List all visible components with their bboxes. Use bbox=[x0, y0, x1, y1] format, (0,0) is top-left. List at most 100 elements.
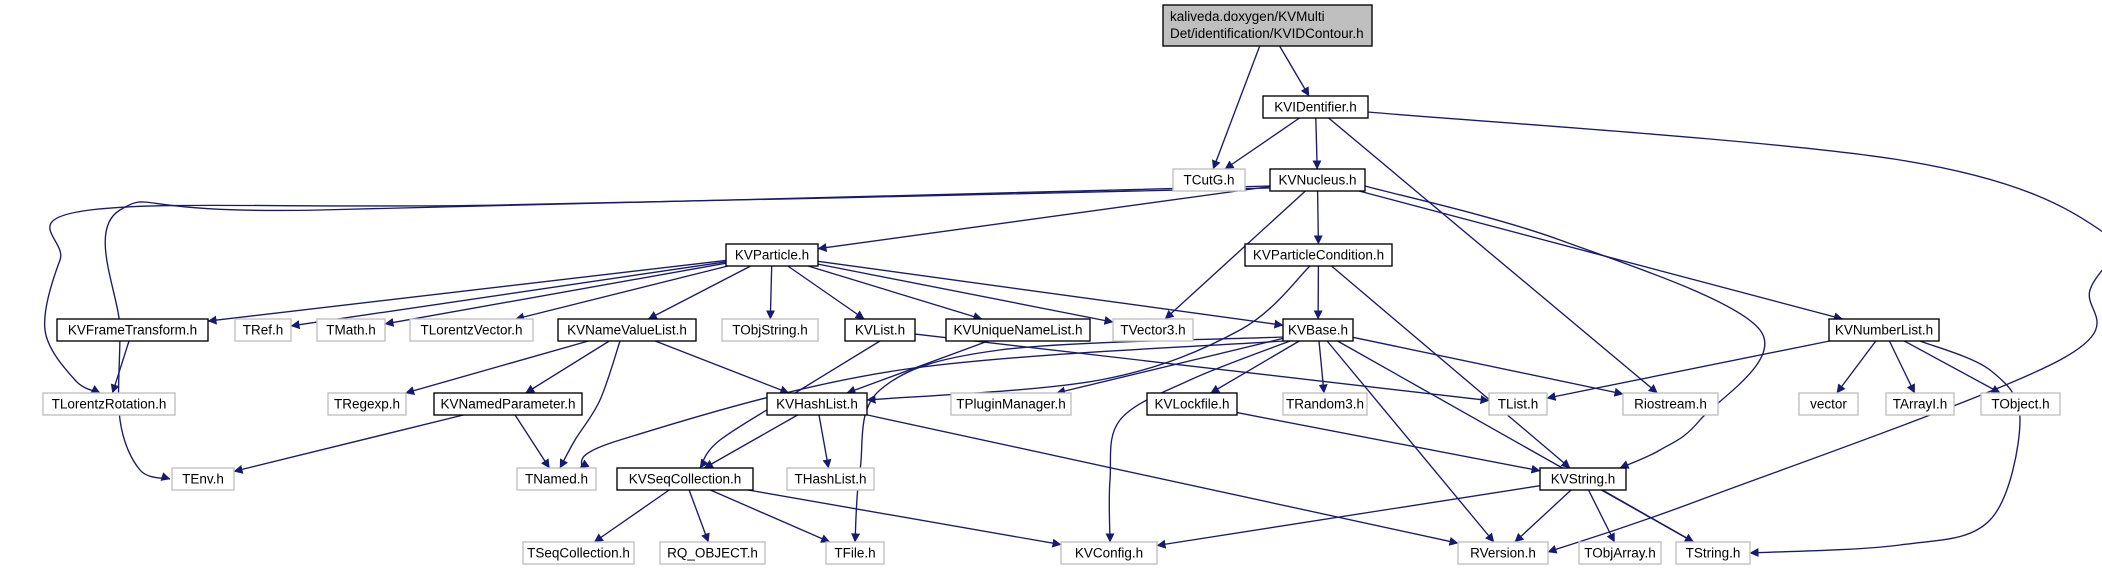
edge-kvbase-to-kvconfig bbox=[1105, 340, 1291, 543]
edge-kvnucleus-to-tlorentzrotation bbox=[43, 187, 1271, 394]
node-label: TObject.h bbox=[1991, 397, 2049, 412]
edge-kvnamedparameter-to-tenv bbox=[233, 414, 464, 474]
node-box bbox=[1146, 392, 1238, 416]
edge-root-to-tcutg bbox=[1212, 45, 1261, 170]
node-kvnucleus[interactable]: KVNucleus.h bbox=[1269, 168, 1366, 192]
edge-kvstring-to-rversion bbox=[1514, 489, 1572, 543]
edge-kvidentifier-to-kvnucleus bbox=[1312, 117, 1322, 170]
node-box bbox=[1282, 318, 1354, 342]
edge-kvbase-to-tpluginmanager bbox=[1056, 337, 1284, 396]
node-label: TLorentzVector.h bbox=[420, 323, 522, 338]
edge-kvbase-to-tnamed bbox=[579, 340, 1284, 469]
edge-kvparticle-to-tmath bbox=[384, 262, 727, 327]
node-kvparticlecondition[interactable]: KVParticleCondition.h bbox=[1244, 243, 1393, 267]
node-label: KVIDentifier.h bbox=[1274, 100, 1357, 115]
node-kvframetransform[interactable]: KVFrameTransform.h bbox=[56, 318, 209, 342]
edge-kvidentifier-to-rversion bbox=[1367, 111, 2102, 554]
node-tlorentzrotation: TLorentzRotation.h bbox=[42, 392, 176, 416]
edge-kvparticlecondition-to-kvhashlist bbox=[866, 265, 1311, 404]
node-label: KVConfig.h bbox=[1075, 546, 1143, 561]
node-tseqcollection: TSeqCollection.h bbox=[522, 541, 635, 565]
edge-root-to-kvidentifier bbox=[1279, 45, 1310, 97]
node-label: THashList.h bbox=[794, 472, 866, 487]
node-label: KVParticle.h bbox=[735, 248, 809, 263]
edge-kvparticle-to-kvframetransform bbox=[207, 259, 727, 325]
edge-kvparticle-to-kvnamevaluelist bbox=[647, 265, 752, 320]
node-kvuniquenamelist[interactable]: KVUniqueNameList.h bbox=[945, 318, 1091, 342]
edge-kvseqcollection-to-tseqcollection bbox=[593, 489, 670, 543]
node-kvseqcollection[interactable]: KVSeqCollection.h bbox=[616, 467, 754, 491]
edge-kvseqcollection-to-rq_object bbox=[688, 489, 710, 543]
edge-kvbase-to-trandom3 bbox=[1318, 340, 1328, 394]
node-box bbox=[234, 318, 292, 342]
node-riostream: Riostream.h bbox=[1622, 392, 1719, 416]
edges-layer bbox=[43, 45, 2102, 558]
edge-kvhashlist-to-thashlist bbox=[818, 414, 832, 469]
node-box bbox=[659, 541, 766, 565]
node-kvlist[interactable]: KVList.h bbox=[844, 318, 916, 342]
node-box bbox=[327, 392, 407, 416]
node-tmath: TMath.h bbox=[316, 318, 386, 342]
node-box bbox=[1282, 392, 1368, 416]
node-label: KVNamedParameter.h bbox=[440, 397, 575, 412]
node-box bbox=[1172, 168, 1246, 192]
node-label: KVHashList.h bbox=[776, 397, 858, 412]
node-root[interactable]: kaliveda.doxygen/KVMultiDet/identificati… bbox=[1162, 4, 1373, 47]
node-label: RVersion.h bbox=[1470, 546, 1536, 561]
node-label: KVParticleCondition.h bbox=[1253, 248, 1384, 263]
node-box bbox=[433, 392, 583, 416]
node-kvidentifier[interactable]: KVIDentifier.h bbox=[1262, 95, 1369, 119]
node-label: TRegexp.h bbox=[334, 397, 400, 412]
node-box bbox=[516, 467, 597, 491]
node-box bbox=[1578, 541, 1662, 565]
node-label: TSeqCollection.h bbox=[527, 546, 630, 561]
node-label: KVNucleus.h bbox=[1278, 173, 1356, 188]
edge-kvnumberlist-to-tarrayi bbox=[1888, 340, 1916, 394]
node-label: TCutG.h bbox=[1183, 173, 1234, 188]
node-tfile: TFile.h bbox=[825, 541, 885, 565]
node-box bbox=[1798, 392, 1859, 416]
node-label: TEnv.h bbox=[182, 472, 224, 487]
edge-kvnucleus-to-tvector3 bbox=[1164, 190, 1306, 320]
node-box bbox=[725, 243, 819, 267]
node-box bbox=[171, 467, 235, 491]
node-kvbase[interactable]: KVBase.h bbox=[1282, 318, 1354, 342]
node-box bbox=[1828, 318, 1940, 342]
node-tlist: TList.h bbox=[1488, 392, 1548, 416]
node-kvlockfile[interactable]: KVLockfile.h bbox=[1146, 392, 1238, 416]
edge-kvbase-to-rversion bbox=[1326, 340, 1495, 543]
node-kvnamedparameter[interactable]: KVNamedParameter.h bbox=[433, 392, 583, 416]
node-thashlist: THashList.h bbox=[786, 467, 875, 491]
node-kvhashlist[interactable]: KVHashList.h bbox=[766, 392, 868, 416]
node-box bbox=[1112, 318, 1194, 342]
node-box bbox=[1262, 95, 1369, 119]
edge-kvhashlist-to-rversion bbox=[866, 414, 1459, 546]
node-label: TObjArray.h bbox=[1584, 546, 1656, 561]
node-label: KVNumberList.h bbox=[1835, 323, 1933, 338]
edge-kvseqcollection-to-kvconfig bbox=[747, 489, 1062, 548]
node-label: TLorentzRotation.h bbox=[52, 397, 167, 412]
node-kvstring[interactable]: KVString.h bbox=[1539, 467, 1627, 491]
node-tlorentzvector: TLorentzVector.h bbox=[409, 318, 534, 342]
node-box bbox=[42, 392, 176, 416]
node-trandom3: TRandom3.h bbox=[1282, 392, 1368, 416]
node-vector: vector bbox=[1798, 392, 1859, 416]
edge-kvseqcollection-to-tfile bbox=[710, 489, 831, 543]
node-label: TArrayI.h bbox=[1893, 397, 1948, 412]
node-label: kaliveda.doxygen/KVMulti bbox=[1170, 9, 1325, 24]
node-label: TPluginManager.h bbox=[956, 397, 1066, 412]
node-tobjarray: TObjArray.h bbox=[1578, 541, 1662, 565]
edge-kvnumberlist-to-tlist bbox=[1546, 340, 1830, 401]
node-tregexp: TRegexp.h bbox=[327, 392, 407, 416]
edge-kvparticle-to-tlorentzvector bbox=[515, 265, 729, 322]
edge-kvparticle-to-tvector3 bbox=[817, 263, 1114, 325]
node-label: KVUniqueNameList.h bbox=[953, 323, 1082, 338]
node-kvparticle[interactable]: KVParticle.h bbox=[725, 243, 819, 267]
node-kvnamevaluelist[interactable]: KVNameValueList.h bbox=[557, 318, 697, 342]
edge-kvhashlist-to-kvseqcollection bbox=[704, 414, 798, 469]
node-label: KVFrameTransform.h bbox=[68, 323, 197, 338]
node-kvnumberlist[interactable]: KVNumberList.h bbox=[1828, 318, 1940, 342]
node-box bbox=[721, 318, 819, 342]
node-tpluginmanager: TPluginManager.h bbox=[950, 392, 1072, 416]
node-box bbox=[1885, 392, 1955, 416]
